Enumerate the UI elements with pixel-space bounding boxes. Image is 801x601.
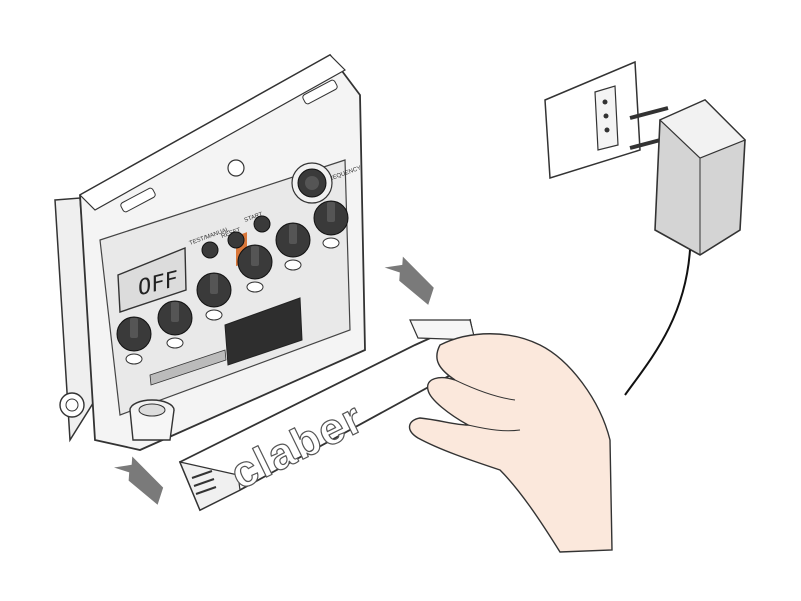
- knob[interactable]: [237, 244, 273, 293]
- reset-button[interactable]: [227, 231, 245, 249]
- lcd-display: OFF: [117, 246, 187, 313]
- knob[interactable]: [116, 316, 152, 365]
- knob[interactable]: [157, 300, 193, 349]
- start-button[interactable]: [253, 215, 271, 233]
- test-manual-button[interactable]: [201, 241, 219, 259]
- knob-row: [116, 200, 349, 365]
- knob[interactable]: [196, 272, 232, 321]
- plug-icon: [624, 99, 747, 396]
- knob[interactable]: [313, 200, 349, 249]
- frequency-dial[interactable]: [291, 162, 333, 204]
- knob[interactable]: [275, 222, 311, 271]
- left-arrow-icon: [113, 456, 164, 505]
- wall-outlet: [544, 60, 641, 179]
- hand-icon: [408, 333, 613, 553]
- left-arrow-icon: [384, 256, 434, 305]
